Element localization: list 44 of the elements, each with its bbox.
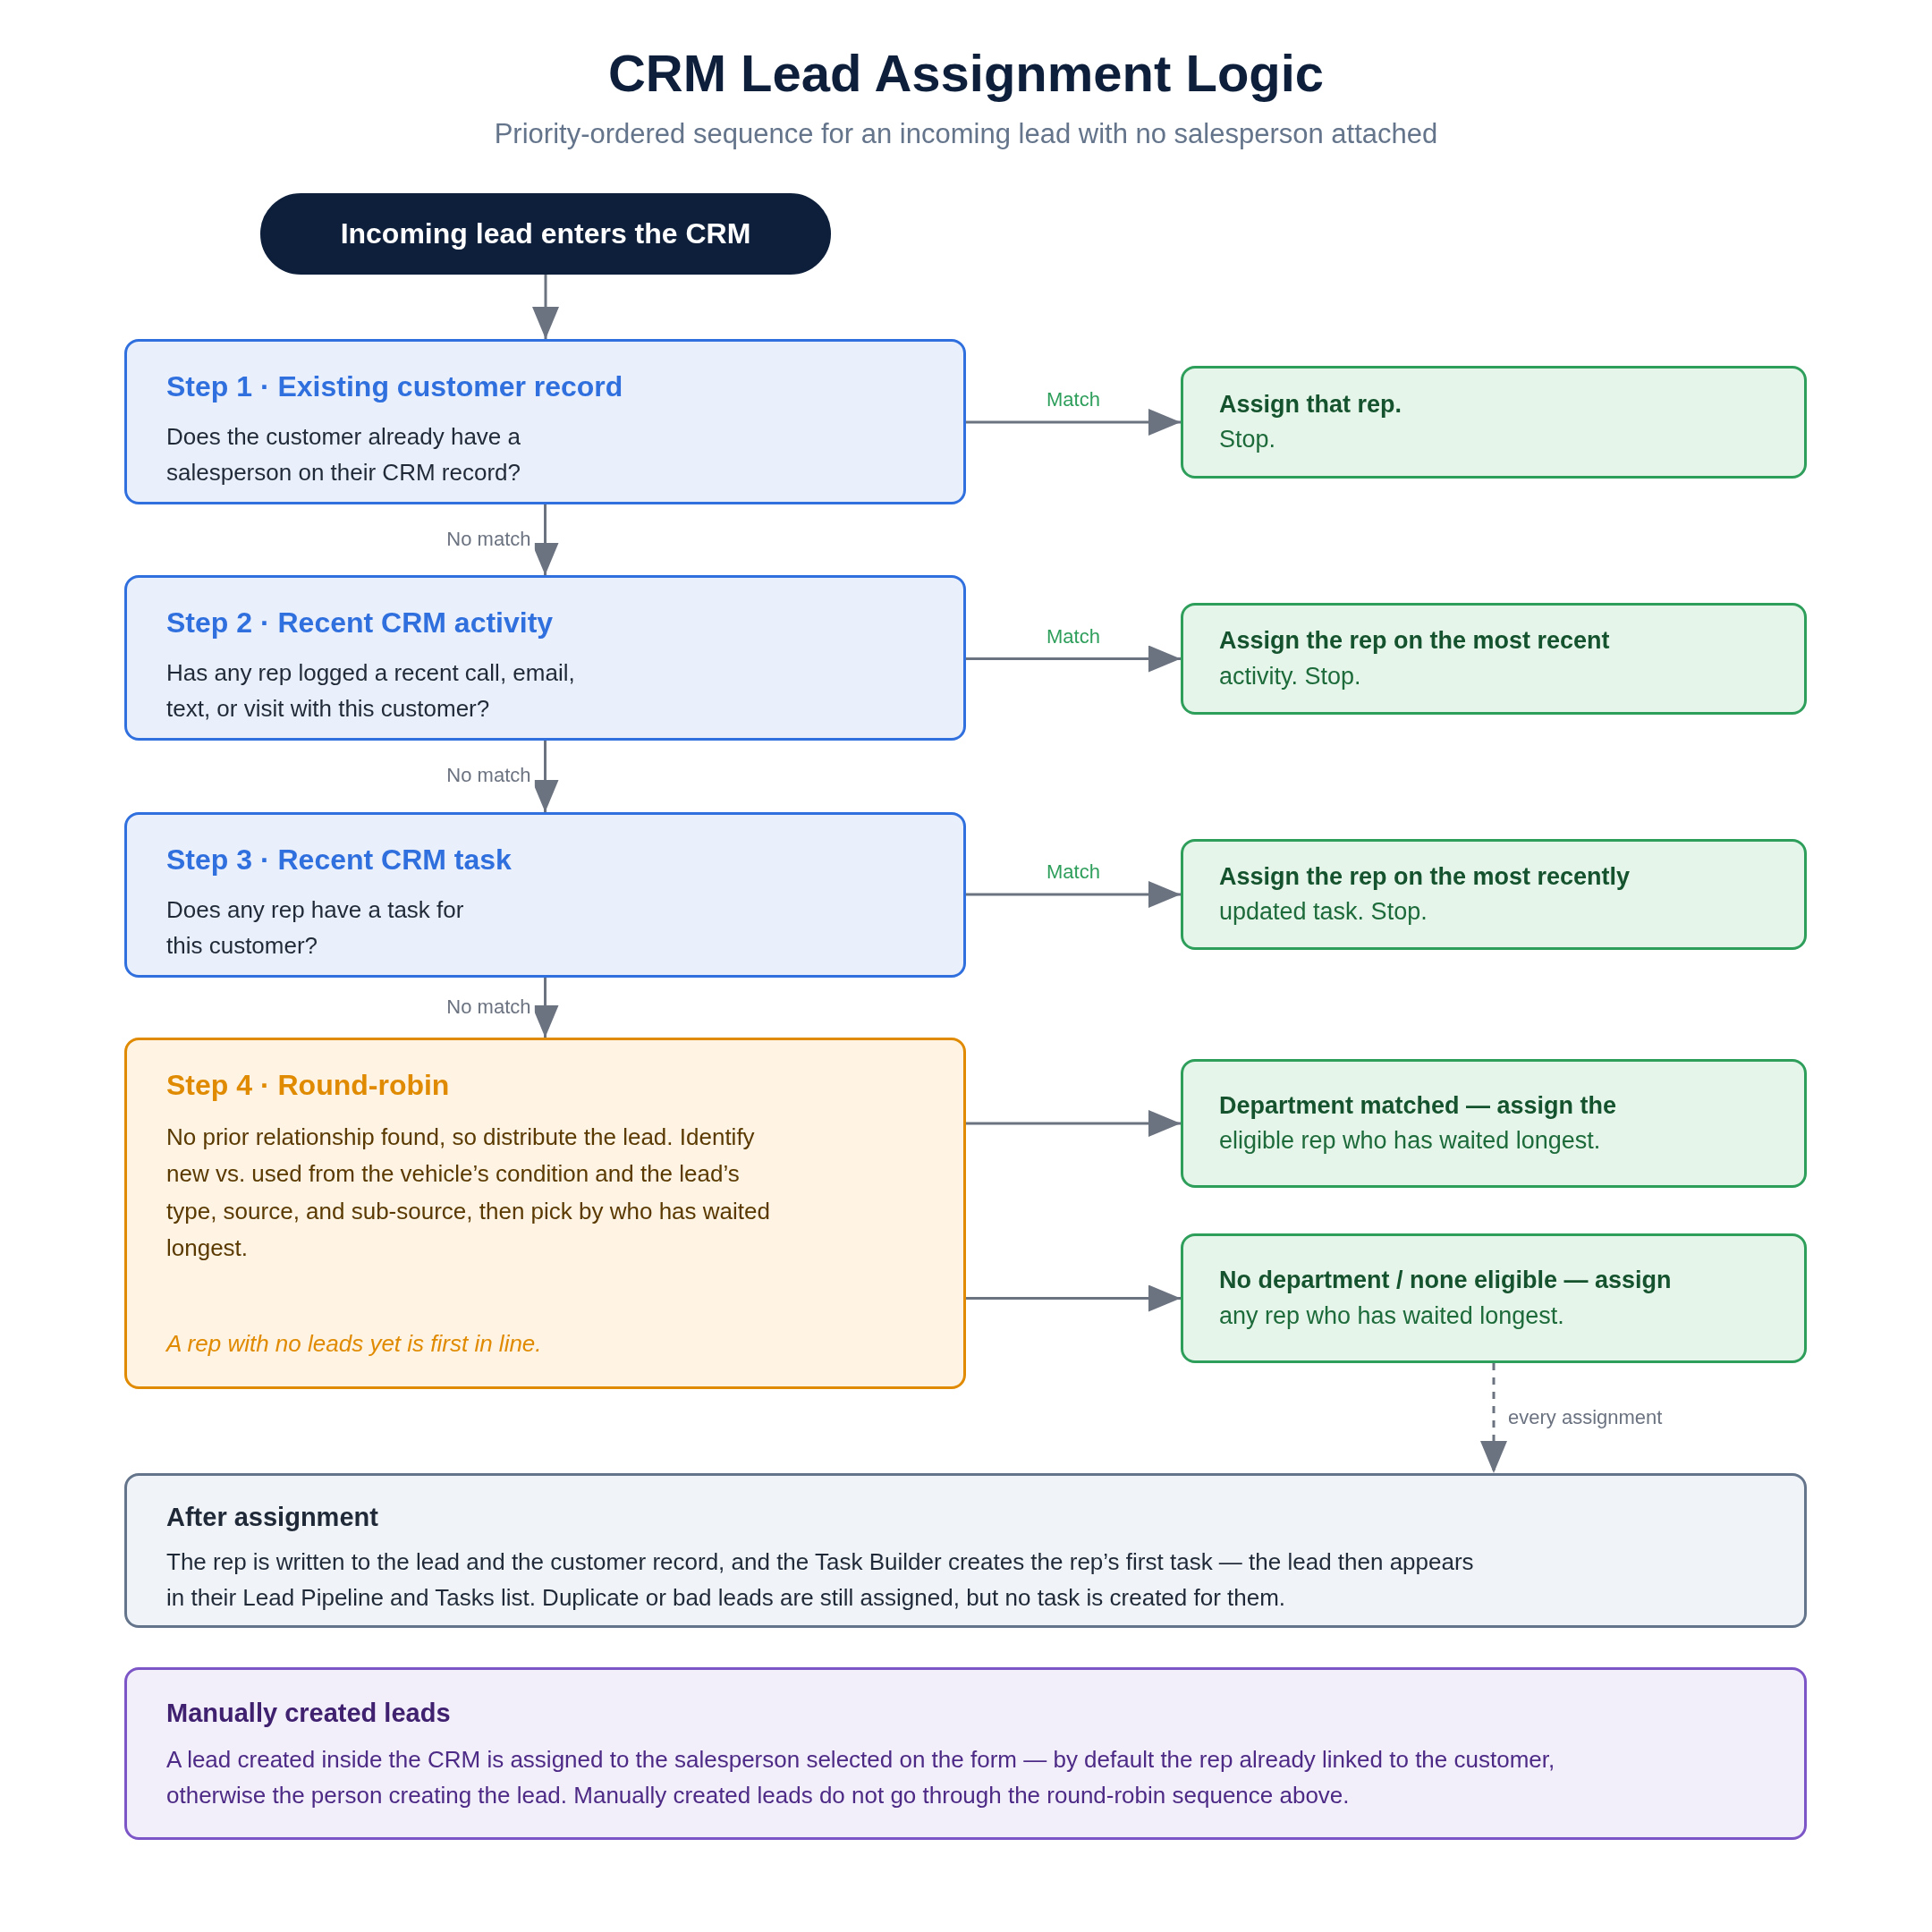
box-heading: Step 2 · Recent CRM activity xyxy=(166,606,554,640)
box-heading: Step 4 · Round-robin xyxy=(166,1068,450,1103)
arrow xyxy=(966,881,1181,908)
result-box xyxy=(1181,839,1807,950)
box-heading: Step 3 · Recent CRM task xyxy=(166,843,512,877)
note-box xyxy=(124,1473,1807,1628)
arrow xyxy=(966,645,1181,673)
arrow xyxy=(966,409,1181,436)
step-box xyxy=(124,812,966,978)
box-heading: After assignment xyxy=(166,1502,378,1533)
box-heading: Manually created leads xyxy=(166,1698,451,1729)
round-robin-box xyxy=(124,1038,966,1389)
box-text: any rep who has waited longest. xyxy=(1219,1301,1564,1331)
box-text: Incoming lead enters the CRM xyxy=(340,216,751,251)
box-heading: Assign the rep on the most recent xyxy=(1219,626,1610,657)
box-text: Has any rep logged a recent call, email, text, or visit with this customer? xyxy=(166,657,576,724)
step-box xyxy=(124,339,966,504)
result-box xyxy=(1181,1059,1807,1188)
result-box xyxy=(1181,1233,1807,1363)
arrow xyxy=(966,1110,1181,1137)
box-text: Does the customer already have a salesperson on their CRM record? xyxy=(166,421,521,487)
box-text: updated task. Stop. xyxy=(1219,897,1428,927)
step-box xyxy=(124,575,966,741)
arrow xyxy=(966,1284,1181,1312)
box-text: The rep is written to the lead and the customer record, and the Task Builder creates the rep’s first task — the lead then appears in their Lead Pipeline and Tasks list. Duplicate or bad leads are still assigned, but no task is created for them. xyxy=(166,1546,1475,1613)
note-box xyxy=(124,1667,1807,1840)
box-text: Stop. xyxy=(1219,425,1276,454)
box-heading: Step 1 · Existing customer record xyxy=(166,369,623,404)
arrow xyxy=(1480,1363,1507,1473)
box-text: activity. Stop. xyxy=(1219,661,1361,691)
box-text: eligible rep who has waited longest. xyxy=(1219,1126,1601,1156)
box-text: A rep with no leads yet is first in line. xyxy=(166,1329,542,1360)
diagram-subtitle: Priority-ordered sequence for an incoming lead with no salesperson attached xyxy=(493,118,1439,150)
box-heading: Department matched — assign the xyxy=(1219,1090,1617,1121)
result-box xyxy=(1181,366,1807,479)
box-heading: Assign that rep. xyxy=(1219,389,1402,419)
box-heading: No department / none eligible — assign xyxy=(1219,1266,1672,1296)
diagram-title: CRM Lead Assignment Logic xyxy=(606,43,1326,103)
box-heading: Assign the rep on the most recently xyxy=(1219,861,1631,892)
box-text: A lead created inside the CRM is assigned to the salesperson selected on the form — by default the rep already linked to the customer, otherwise the person creating the lead. Manually created leads do not go through the round-robin sequence above. xyxy=(166,1744,1556,1810)
result-box xyxy=(1181,603,1807,715)
box-text: No prior relationship found, so distribute the lead. Identify new vs. used from the vehicle’s condition and the lead’s type, source, and sub-source, then pick by who has waited longest. xyxy=(166,1122,771,1264)
box-text: Does any rep have a task for this customer? xyxy=(166,894,465,961)
arrow xyxy=(532,275,559,339)
